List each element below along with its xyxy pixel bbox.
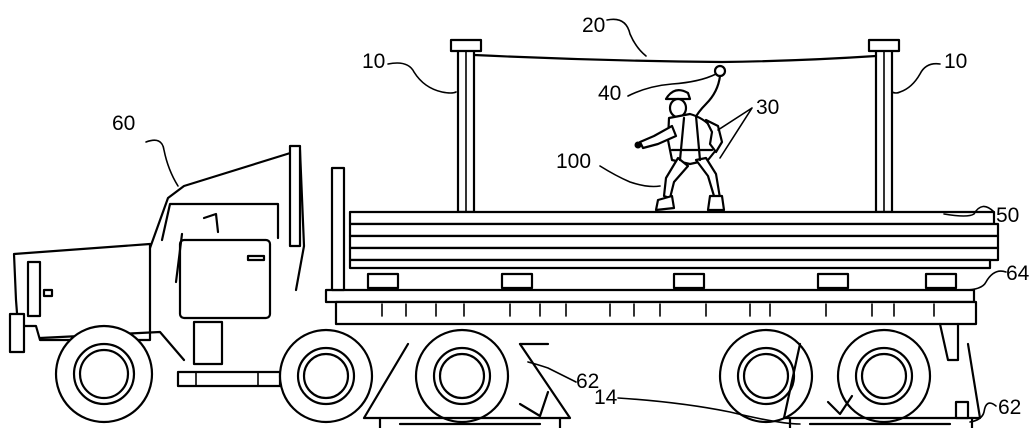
load-stack <box>348 210 1000 270</box>
label-worker: 100 <box>556 150 591 173</box>
label-base: 14 <box>594 386 618 409</box>
leader-lines <box>145 18 1007 425</box>
trailer-wheel-1 <box>718 328 814 424</box>
rear-mudflap <box>938 322 960 362</box>
overhead-cable <box>472 53 878 64</box>
drive-wheel-1 <box>278 328 374 424</box>
harness-straps <box>670 114 714 162</box>
reference-labels: 20 10 10 40 30 60 100 50 64 62 62 14 <box>112 14 1030 419</box>
front-wheel <box>54 324 154 424</box>
label-post-left: 10 <box>362 50 385 73</box>
left-post <box>449 38 483 214</box>
label-ramp-left: 62 <box>576 370 599 393</box>
load-bunks <box>366 272 958 290</box>
label-load: 50 <box>996 204 1019 227</box>
label-cable: 20 <box>582 14 605 37</box>
right-ramp <box>782 342 982 428</box>
left-ramp <box>362 342 572 428</box>
label-trailer-deck: 64 <box>1006 262 1030 285</box>
right-post <box>867 38 901 214</box>
truck-cab <box>8 144 306 388</box>
trailer-deck <box>324 166 978 326</box>
label-truck-cab: 60 <box>112 112 135 135</box>
trailer-wheel-2 <box>836 328 932 424</box>
label-lanyard: 40 <box>598 82 621 105</box>
lanyard <box>692 64 727 122</box>
wheels <box>54 324 932 424</box>
drive-wheel-2 <box>414 328 510 424</box>
worker-figure <box>634 89 726 212</box>
label-harness: 30 <box>756 96 779 119</box>
label-ramp-right: 62 <box>998 396 1021 419</box>
label-post-right: 10 <box>944 50 967 73</box>
